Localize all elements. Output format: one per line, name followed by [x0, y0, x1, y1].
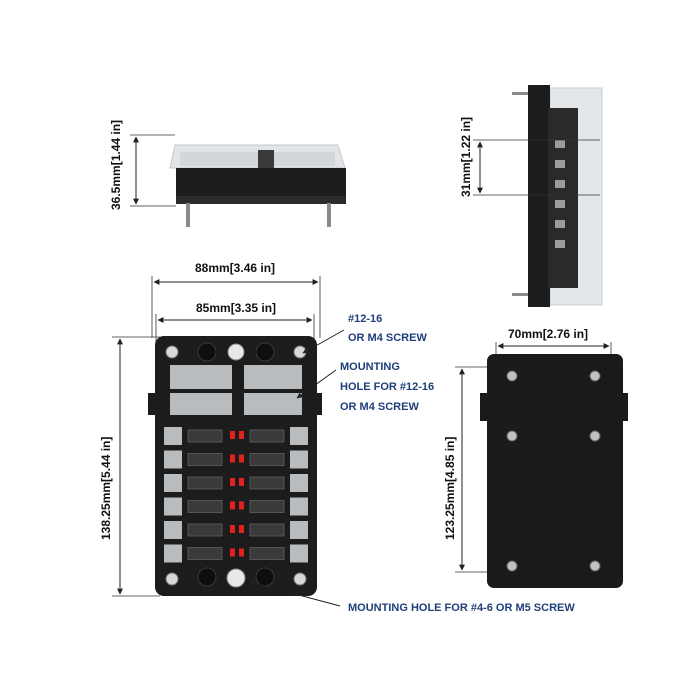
- back-screw-hole: [589, 560, 601, 572]
- overall-height-label: 138.25mm[5.44 in]: [99, 437, 113, 540]
- fuse-indicator-led: [239, 525, 244, 533]
- bus-bar: [170, 365, 232, 389]
- fuse-indicator-led: [230, 454, 235, 463]
- fuse-indicator-led: [230, 501, 235, 510]
- callout-mount-line1: MOUNTING: [340, 361, 400, 373]
- fuse-blade-left: [187, 453, 223, 466]
- ground-stud-bottom-left: [197, 567, 217, 587]
- side-height-label: 31mm[1.22 in]: [459, 117, 473, 197]
- fuse-indicator-led: [230, 525, 235, 533]
- front-view: 36.5mm[1.44 in]: [109, 120, 346, 227]
- callout-screw-line2: OR M4 SCREW: [348, 332, 427, 344]
- fuse-terminal-right: [290, 427, 308, 445]
- fuse-indicator-led: [230, 548, 235, 557]
- fuse-indicator-led: [239, 548, 244, 557]
- callout-mount-line2: HOLE FOR #12-16: [340, 381, 434, 393]
- fuse-terminal-right: [290, 497, 308, 516]
- side-view-screw-top: [512, 92, 528, 95]
- fuse-terminal-left: [164, 521, 182, 539]
- fuse-blade-left: [187, 523, 223, 537]
- back-panel: [487, 354, 623, 588]
- front-view-screw-left: [186, 203, 190, 227]
- callout-mount-leader: [296, 369, 337, 399]
- back-view: 70mm[2.76 in] 123.25mm[4.85 in]: [443, 327, 628, 588]
- fuse-indicator-led: [239, 501, 244, 510]
- fuse-terminal-left: [164, 497, 182, 516]
- fuse-blade-right: [249, 547, 285, 560]
- side-view-terminal: [555, 220, 565, 228]
- fuse-rows: [164, 427, 308, 563]
- fuse-blade-right: [249, 523, 285, 537]
- ground-stud-top-left: [197, 342, 217, 362]
- fuse-blade-right: [249, 500, 285, 513]
- fuse-terminal-left: [164, 427, 182, 445]
- bus-bar: [244, 365, 302, 389]
- side-view-terminal: [555, 140, 565, 148]
- fuse-indicator-led: [239, 454, 244, 463]
- side-mount-tab-left: [148, 393, 157, 415]
- callout-screw-leader: [302, 329, 345, 354]
- back-side-tab-left: [480, 393, 490, 421]
- callouts: #12-16 OR M4 SCREW MOUNTING HOLE FOR #12…: [249, 313, 575, 614]
- fuse-blade-right: [249, 476, 285, 490]
- fuse-blade-left: [187, 429, 223, 443]
- back-screw-hole: [589, 370, 601, 382]
- callout-mount-line3: OR M4 SCREW: [340, 401, 419, 413]
- side-view-terminals: [555, 140, 565, 248]
- fuse-terminal-right: [290, 544, 308, 563]
- ground-stud-bottom-right: [255, 567, 275, 587]
- corner-screw-top-left: [165, 345, 179, 359]
- fuse-terminal-right: [290, 474, 308, 492]
- side-view-screw-bottom: [512, 293, 528, 296]
- hole-spacing-width-label: 85mm[3.35 in]: [196, 301, 276, 315]
- bus-bar-group: [170, 365, 302, 415]
- front-view-screw-right: [327, 203, 331, 227]
- callout-bottom-hole: MOUNTING HOLE FOR #4-6 OR M5 SCREW: [348, 602, 575, 614]
- back-height-label: 123.25mm[4.85 in]: [443, 437, 457, 540]
- callout-screw-line1: #12-16: [348, 313, 382, 325]
- fuse-blade-left: [187, 476, 223, 490]
- side-view: 31mm[1.22 in]: [459, 85, 603, 307]
- side-view-base: [528, 85, 550, 307]
- front-view-base-foot: [176, 196, 346, 204]
- overall-width-label: 88mm[3.46 in]: [195, 261, 275, 275]
- fuse-terminal-left: [164, 544, 182, 563]
- side-view-terminal: [555, 180, 565, 188]
- back-screw-hole: [506, 560, 518, 572]
- fuse-blade-left: [187, 500, 223, 513]
- back-width-label: 70mm[2.76 in]: [508, 327, 588, 341]
- fuse-terminal-left: [164, 450, 182, 469]
- fuse-indicator-led: [230, 431, 235, 439]
- ground-stud-top-right: [255, 342, 275, 362]
- front-height-label: 36.5mm[1.44 in]: [109, 120, 123, 210]
- back-screw-hole: [506, 370, 518, 382]
- fuse-blade-right: [249, 429, 285, 443]
- fuse-terminal-left: [164, 474, 182, 492]
- bus-bar: [244, 393, 302, 415]
- corner-screw-bottom-right: [293, 572, 307, 586]
- side-mount-tab-right: [313, 393, 322, 415]
- fuse-terminal-right: [290, 450, 308, 469]
- side-view-terminal: [555, 240, 565, 248]
- fuse-terminal-right: [290, 521, 308, 539]
- front-view-base: [176, 168, 346, 196]
- corner-screw-bottom-left: [165, 572, 179, 586]
- fuse-blade-right: [249, 453, 285, 466]
- power-stud-bottom: [226, 568, 246, 588]
- fuse-indicator-led: [239, 431, 244, 439]
- front-view-lid-inner: [180, 152, 335, 166]
- callout-bottom-leader: [249, 580, 341, 607]
- fuse-indicator-led: [239, 478, 244, 486]
- back-screw-hole: [506, 430, 518, 442]
- power-stud-top: [227, 343, 245, 361]
- side-view-terminal-stack: [548, 108, 578, 288]
- side-view-terminal: [555, 200, 565, 208]
- back-screw-hole: [589, 430, 601, 442]
- side-view-terminal: [555, 160, 565, 168]
- main-view: 88mm[3.46 in] 85mm[3.35 in] 138.25mm[5.4…: [99, 261, 322, 597]
- fuse-indicator-led: [230, 478, 235, 486]
- bus-bar: [170, 393, 232, 415]
- fuse-blade-left: [187, 547, 223, 560]
